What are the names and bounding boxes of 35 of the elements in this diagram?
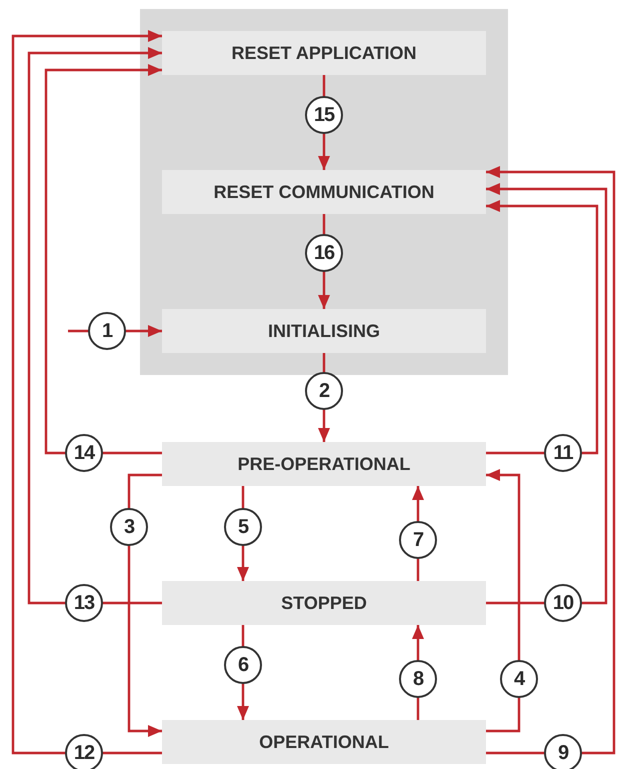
edge-label: 3 [110,508,148,546]
edge-label: 9 [544,734,582,769]
state-box [162,720,486,764]
edge-label: 10 [544,584,582,622]
transition-arrow [28,47,162,604]
transition-arrow [12,30,162,754]
group-panel [140,9,508,375]
edge-label: 13 [65,584,103,622]
state-name: PRE-OPERATIONAL [238,454,410,474]
edge-label: 11 [544,434,582,472]
state-name: STOPPED [281,592,367,614]
edge-label: 12 [65,734,103,769]
edge-label: 4 [500,660,538,698]
edge-label: 8 [399,660,437,698]
state-name: RESET APPLICATION [231,42,416,64]
transition-arrow [486,200,598,454]
state-box [162,581,486,625]
edge-label: 2 [305,372,343,410]
edge-label: 14 [65,434,103,472]
transition-arrow [486,166,616,754]
state-box [162,31,486,75]
transition-arrow [44,64,162,454]
state-box [162,309,486,353]
state-name: INITIALISING [268,320,380,342]
edge-label: 6 [224,646,262,684]
state-name: RESET COMMUNICATION [214,182,434,202]
edge-label: 1 [88,312,126,350]
transition-arrow [128,474,162,737]
transition-arrow [486,469,520,732]
transition-arrow [486,183,608,604]
edge-label: 7 [399,521,437,559]
state-box [162,442,486,486]
state-name: OPERATIONAL [259,732,389,752]
edge-label: 5 [224,508,262,546]
state-box [162,170,486,214]
